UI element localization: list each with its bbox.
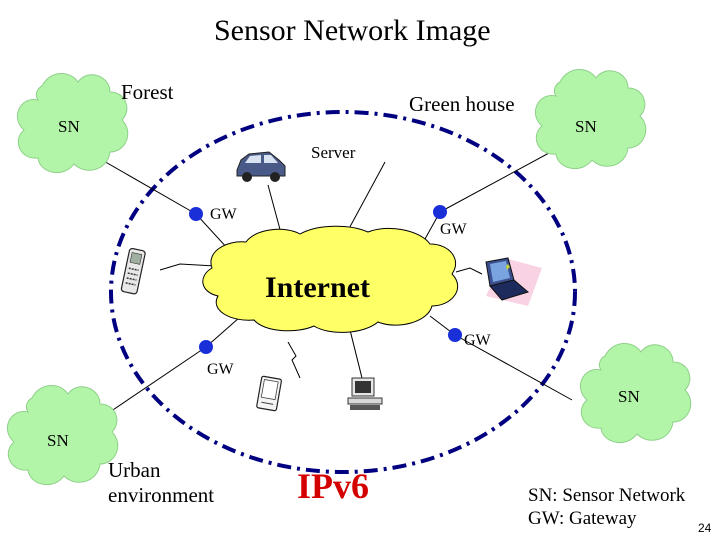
car-icon bbox=[237, 152, 285, 182]
gateway-node-right-bottom bbox=[448, 328, 462, 342]
sn-label-right-bottom: SN bbox=[618, 388, 640, 405]
gw-label-right-bottom: GW bbox=[464, 333, 491, 349]
label-green-house: Green house bbox=[409, 94, 515, 115]
pda-icon bbox=[256, 376, 281, 411]
legend-sn: SN: Sensor Network bbox=[528, 486, 685, 505]
gateway-node-right-top bbox=[433, 205, 447, 219]
sn-label-forest: SN bbox=[58, 118, 80, 135]
gateway-node-left-top bbox=[189, 207, 203, 221]
gw-label-left-top: GW bbox=[210, 207, 237, 223]
gw-label-left-bottom: GW bbox=[207, 362, 234, 378]
label-environment: environment bbox=[108, 485, 214, 506]
label-forest: Forest bbox=[121, 82, 174, 103]
label-urban: Urban bbox=[108, 460, 160, 481]
sn-label-urban: SN bbox=[47, 432, 69, 449]
internet-label: Internet bbox=[265, 273, 370, 303]
gw-label-right-top: GW bbox=[440, 222, 467, 238]
label-server: Server bbox=[311, 144, 355, 161]
page-number: 24 bbox=[698, 522, 711, 534]
sn-label-greenhouse: SN bbox=[575, 118, 597, 135]
gateway-node-left-bottom bbox=[199, 340, 213, 354]
mobile-phone-icon bbox=[121, 248, 146, 294]
legend-gw: GW: Gateway bbox=[528, 509, 637, 528]
page-title: Sensor Network Image bbox=[214, 16, 491, 46]
laptop-icon bbox=[486, 258, 542, 306]
desktop-computer-icon bbox=[348, 378, 382, 410]
ipv6-label: IPv6 bbox=[297, 468, 369, 504]
